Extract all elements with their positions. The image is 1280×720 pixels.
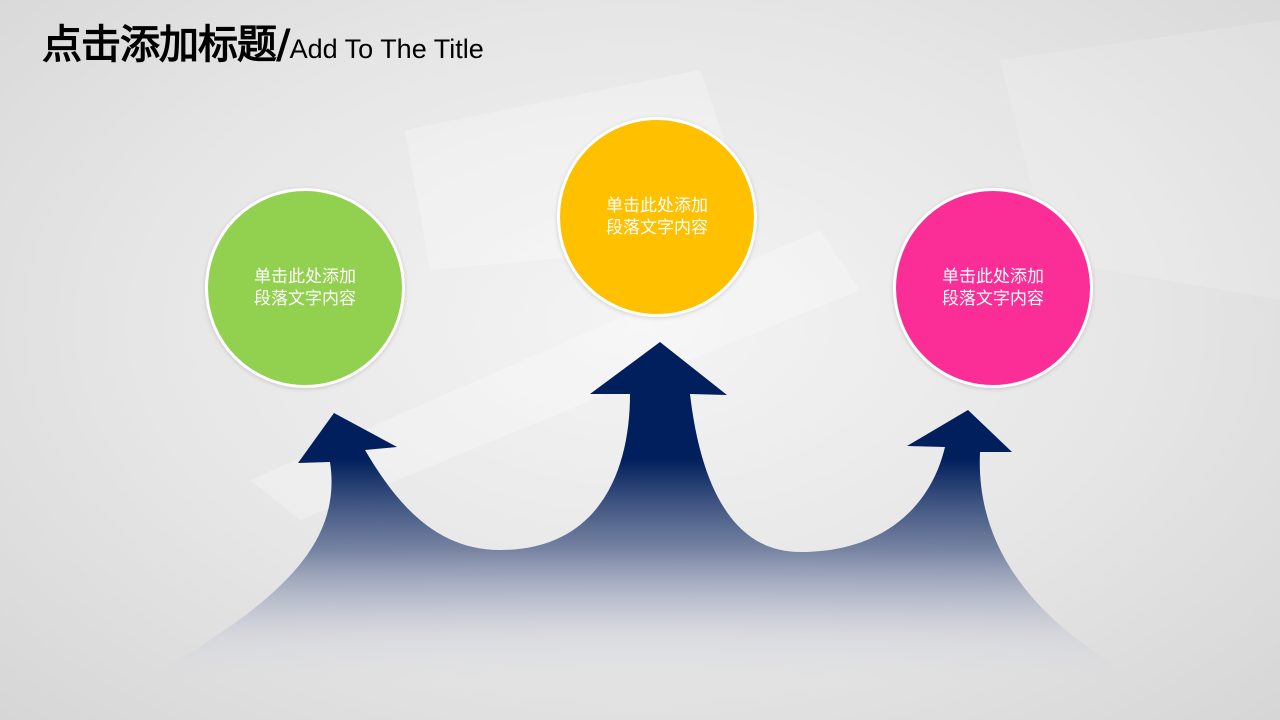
circle-green[interactable]: 单击此处添加段落文字内容 [205, 188, 405, 388]
title-chinese: 点击添加标题/ [42, 22, 291, 68]
circle-text-line1: 单击此处添加 [254, 267, 356, 287]
circle-pink[interactable]: 单击此处添加段落文字内容 [893, 188, 1093, 388]
circle-text-line2: 段落文字内容 [942, 289, 1044, 309]
circle-text-line2: 段落文字内容 [254, 289, 356, 309]
circle-yellow[interactable]: 单击此处添加段落文字内容 [557, 117, 757, 317]
circle-text-line1: 单击此处添加 [606, 196, 708, 216]
circle-text-line2: 段落文字内容 [606, 218, 708, 238]
triple-arrow [110, 342, 1180, 700]
title-english: Add To The Title [289, 34, 484, 64]
circle-text-line1: 单击此处添加 [942, 267, 1044, 287]
page-title: 点击添加标题/ Add To The Title [42, 12, 484, 70]
